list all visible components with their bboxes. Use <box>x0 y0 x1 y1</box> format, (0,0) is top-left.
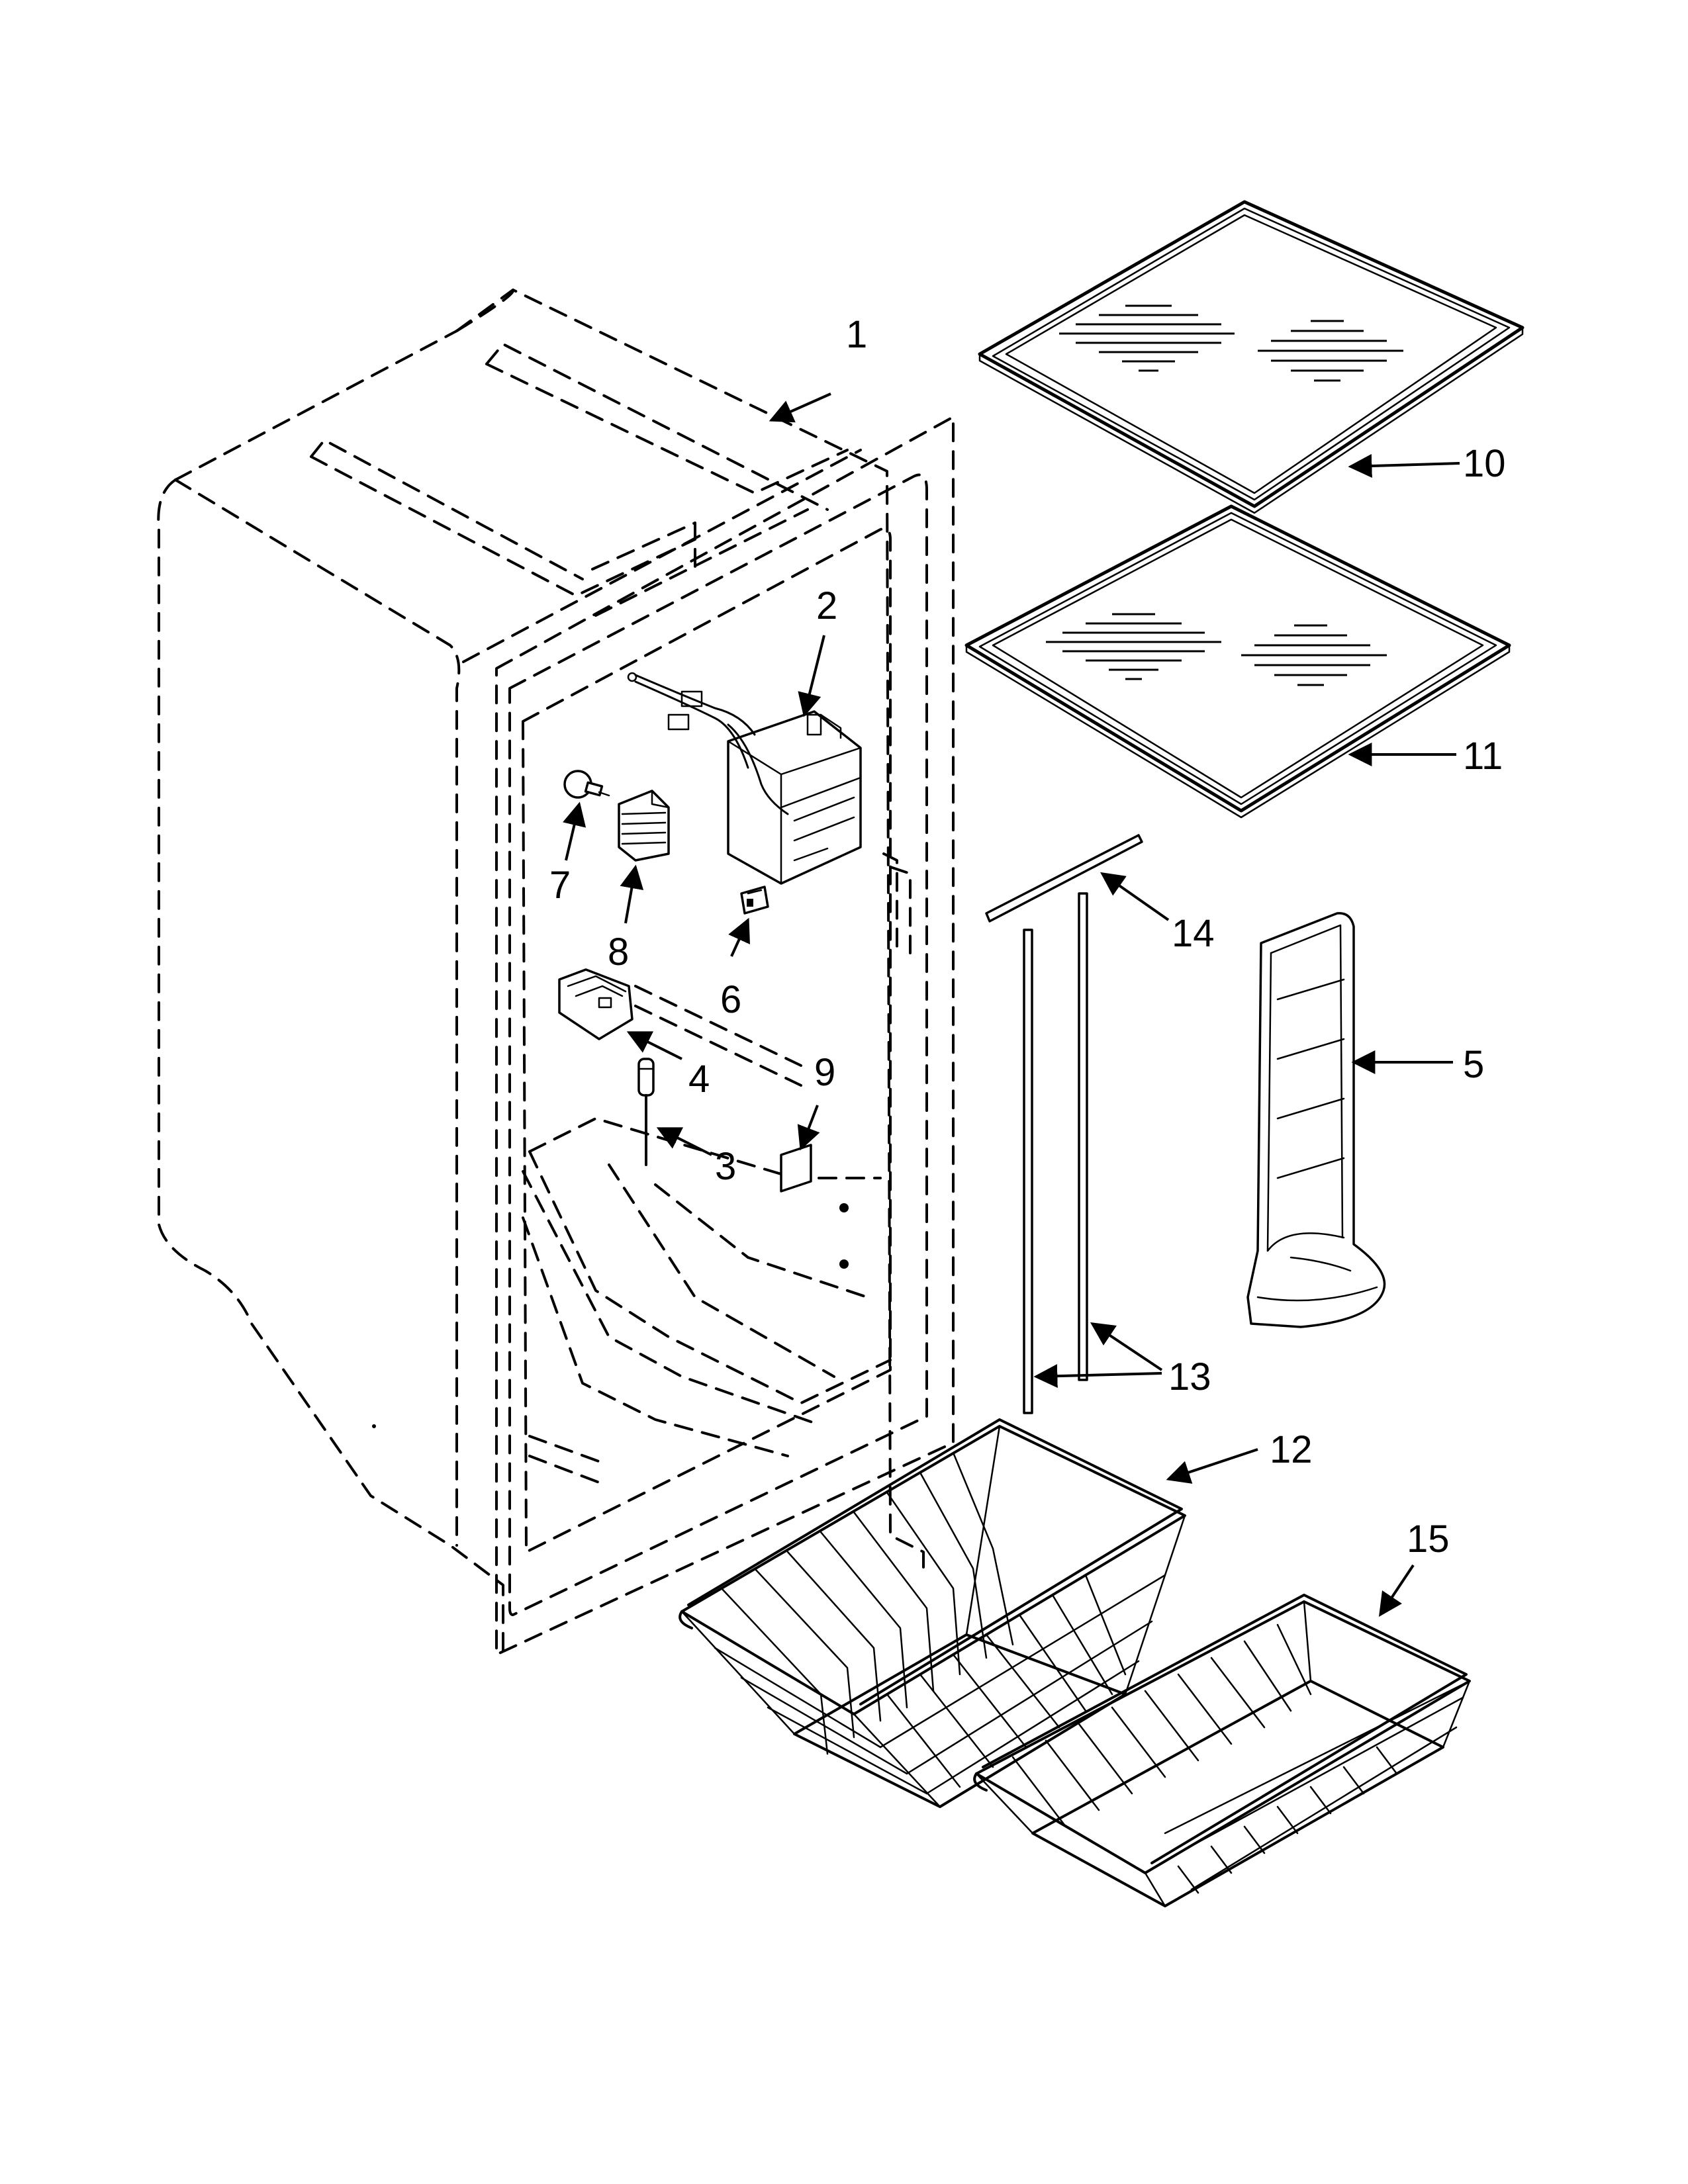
light-housing <box>558 968 633 1040</box>
callout-3: 3 <box>715 1145 736 1188</box>
sensor <box>637 1058 655 1166</box>
callout-13: 13 <box>1168 1355 1211 1398</box>
callout-14: 14 <box>1172 912 1215 955</box>
glass-shelf-bottom <box>964 504 1511 819</box>
shelf-support-bar <box>985 834 1143 923</box>
control-housing <box>627 672 862 885</box>
callout-9: 9 <box>814 1051 835 1094</box>
door-switch <box>740 886 769 915</box>
callout-2: 2 <box>816 584 837 627</box>
wire-basket-small <box>973 1594 1471 1907</box>
leader-lines <box>563 392 1460 1617</box>
callout-11: 11 <box>1463 735 1503 778</box>
callout-15: 15 <box>1407 1518 1450 1561</box>
air-duct-cover <box>1246 912 1386 1328</box>
callout-7: 7 <box>549 864 571 907</box>
callout-4: 4 <box>688 1058 710 1101</box>
wire-basket-large <box>679 1418 1186 1808</box>
callout-8: 8 <box>608 931 629 974</box>
label-tag <box>780 1144 812 1193</box>
light-shield <box>618 790 670 862</box>
glass-reflection <box>1046 613 1387 686</box>
glass-reflection <box>1059 304 1403 382</box>
callout-labels: 1 2 3 4 5 6 7 8 9 10 11 12 13 14 15 <box>549 313 1506 1561</box>
callout-1: 1 <box>846 313 867 356</box>
cabinet-liner <box>157 289 955 1656</box>
callout-6: 6 <box>720 978 741 1021</box>
glass-shelf-top <box>978 200 1524 514</box>
shelf-rails <box>1023 892 1088 1414</box>
callout-5: 5 <box>1463 1043 1484 1086</box>
callout-10: 10 <box>1463 442 1506 485</box>
callout-12: 12 <box>1270 1428 1313 1471</box>
light-bulb <box>563 770 610 799</box>
